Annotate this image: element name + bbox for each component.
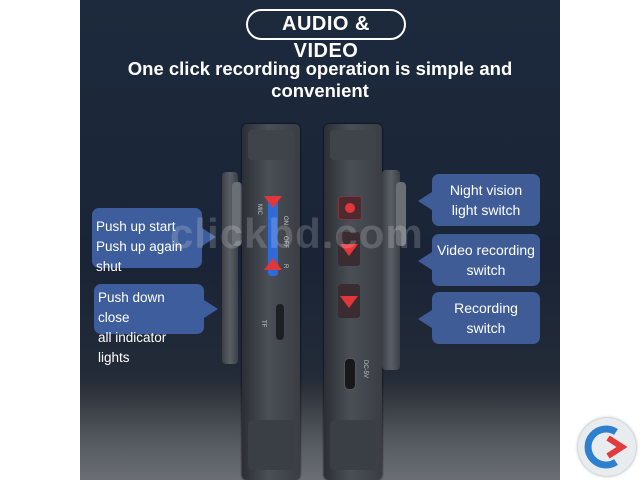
callout-line: Video recording [437,242,535,258]
product-image: AUDIO & VIDEO One click recording operat… [80,0,560,480]
left-device-cap [248,130,294,160]
right-device: DC-5V [324,124,382,480]
callout-power-switch: Push up start Push up again shut [92,208,202,274]
floor-reflection [80,385,560,480]
callout-line: Push down close [98,290,165,325]
callout-pointer [418,192,432,210]
callout-pointer [418,252,432,270]
right-device-base [330,420,376,470]
left-clip-knob [232,182,242,246]
right-device-cap [330,130,376,160]
logo-mark [584,425,628,469]
callout-line: switch [466,320,506,336]
video-arrow-icon [340,244,358,256]
night-vision-button[interactable] [338,196,362,220]
callout-line: Night vision [449,182,523,198]
right-device-clip [382,170,400,370]
callout-pointer [202,228,216,246]
record-arrow-icon [340,296,358,308]
watermark: clickbd.com [170,210,424,257]
callout-line: Push up again shut [96,239,183,274]
callout-recording: Recording switch [432,292,540,344]
mic-label: MIC [256,204,262,215]
callout-line: Recording [454,300,518,316]
callout-line: switch [466,262,506,278]
tf-label: TF [260,320,266,328]
on-label: ON [282,216,288,225]
left-device-base [248,420,294,470]
clickbd-logo-icon [578,418,636,476]
callout-line: light switch [451,202,521,218]
category-pill: AUDIO & VIDEO [246,9,406,62]
usb-c-port [344,358,356,390]
right-clip-knob [396,182,406,246]
callout-pointer [204,300,218,318]
headline: One click recording operation is simple … [127,58,513,101]
arrow-down-icon [264,196,282,208]
callout-night-vision: Night vision light switch [432,174,540,226]
callout-indicator-lights: Push down close all indicator lights [94,284,204,365]
callout-line: Push up start [96,219,176,234]
callout-video-recording: Video recording switch [432,234,540,286]
r-label: R [282,264,288,269]
power-switch[interactable] [268,196,278,276]
callout-line: all indicator lights [98,330,167,365]
tf-card-slot [276,304,284,340]
off-label: OFF [282,236,288,248]
callout-pointer [418,310,432,328]
red-dot-icon [345,203,355,213]
left-device: MIC ON OFF R TF [242,124,300,480]
arrow-up-icon [264,258,282,270]
dc-label: DC-5V [362,360,368,379]
